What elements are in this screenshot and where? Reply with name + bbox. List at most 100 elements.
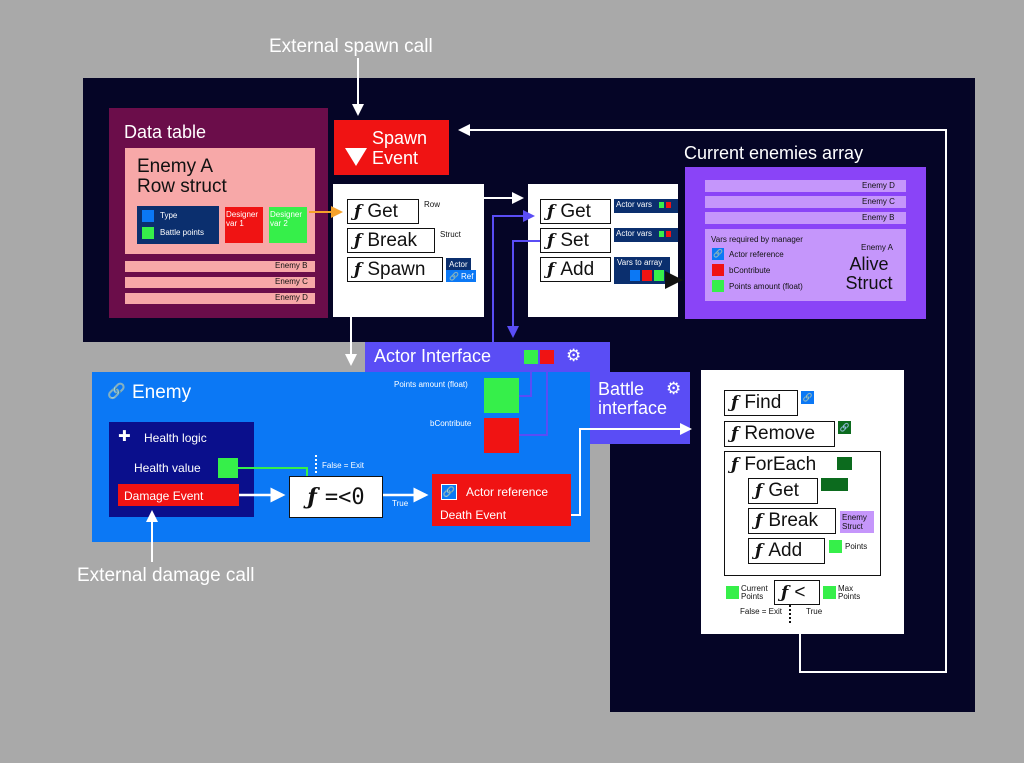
function-icon: ƒ [354,259,362,280]
battle-false-exit-label: False = Exit [740,607,783,616]
points-amount-box [484,378,519,413]
function-icon: ƒ [547,230,555,251]
add-points-label: Add [768,540,803,561]
points-amount-var: Points amount (float) [729,282,803,291]
designer-var-1 [225,207,263,243]
false-exit-label: False = Exit [322,461,365,470]
struct-label: Struct [440,230,461,239]
link-icon: 🔗 [107,383,126,400]
max-points-label: Max Points [838,584,861,601]
external-damage-call-label: External damage call [77,565,255,586]
less-than-node: ƒ< [774,580,820,605]
points-amount-swatch [712,280,724,292]
compare-label: =<0 [324,484,365,510]
enemy-title: Enemy [132,382,192,403]
foreach-array-tag [837,457,852,470]
actor-interface-green [524,350,538,364]
puzzle-icon: ✚ [118,428,131,445]
alive-caption: Vars required by manager [711,235,803,244]
type-label: Type [160,211,178,220]
function-icon: ƒ [307,484,317,510]
function-icon: ƒ [731,455,739,475]
actor-vars-2-red [666,231,671,237]
function-icon: ƒ [354,201,362,222]
true-label: True [392,499,409,508]
battle-true-label: True [806,607,823,616]
remove-link-icon: 🔗 [838,421,851,434]
link-icon: 🔗 [713,249,723,258]
less-than-label: < [794,581,806,603]
foreach-text: ForEach [744,454,817,475]
function-icon: ƒ [781,582,789,603]
enemy-row-d-label: Enemy D [862,181,895,190]
data-row-enemy-d [125,293,315,304]
set-actor-vars-label: Set [560,229,589,251]
actor-vars-2-green [659,231,664,237]
alive-struct-title: Alive Struct [845,254,893,293]
bcontribute-box [484,418,519,453]
break-item-label: Break [768,510,818,531]
points-amount-label: Points amount (float) [394,380,468,389]
actor-reference-label: Actor reference [466,485,549,499]
enemy-row-b-label: Enemy B [862,213,895,222]
function-icon: ƒ [354,230,362,251]
function-icon: ƒ [755,481,763,501]
enemy-struct-label: Enemy Struct [842,513,867,531]
function-icon: ƒ [755,541,763,561]
data-row-enemy-c [125,277,315,288]
damage-event-label: Damage Event [124,489,204,503]
gear-icon: ⚙ [566,346,582,365]
remove-label: Remove [744,423,816,444]
bcontribute-swatch [712,264,724,276]
actor-vars-2-label: Actor vars [616,229,653,238]
function-icon: ƒ [731,393,739,413]
get-item-label: Get [768,480,799,501]
designer-var-2 [269,207,307,243]
data-row-enemy-b-label: Enemy B [275,261,308,270]
health-value-label: Health value [134,461,201,475]
data-row-enemy-b [125,261,315,272]
compare-node: ƒ =<0 [289,476,383,518]
data-row-enemy-c-label: Enemy C [275,277,308,286]
data-row-enemy-d-label: Enemy D [275,293,308,302]
enemy-row-c-label: Enemy C [862,197,895,206]
data-table-title: Data table [124,122,207,142]
actor-reference-swatch: 🔗 [712,248,724,260]
spawn-actor-label: Spawn [367,258,426,280]
points-label: Points [845,542,868,551]
row-label: Row [424,200,441,209]
bcontribute-var: bContribute [729,266,771,275]
find-label: Find [744,392,782,413]
gear-icon: ⚙ [666,379,682,398]
actor-interface-label: Actor Interface [374,346,492,366]
ref-tag-label: Ref [460,272,474,281]
actor-reference-var: Actor reference [729,250,784,259]
break-struct-label: Break [367,229,417,251]
current-points-label: Current Points [741,584,768,601]
current-enemies-title: Current enemies array [684,143,864,163]
battle-interface-label: Battle interface [598,379,668,418]
death-event-label: Death Event [440,508,507,522]
actor-vars-1-label: Actor vars [616,200,653,209]
function-icon: ƒ [547,201,555,222]
get-item-tag [821,478,848,491]
external-spawn-call-label: External spawn call [269,36,433,57]
get-row-label: Get [367,200,398,222]
vars-blue [630,270,640,281]
designer-var-1-label: Designer var 1 [226,210,259,228]
designer-var-2-label: Designer var 2 [270,210,303,228]
current-points-swatch [726,586,739,599]
spawn-event-node [334,120,449,175]
link-icon: 🔗 [442,487,456,498]
